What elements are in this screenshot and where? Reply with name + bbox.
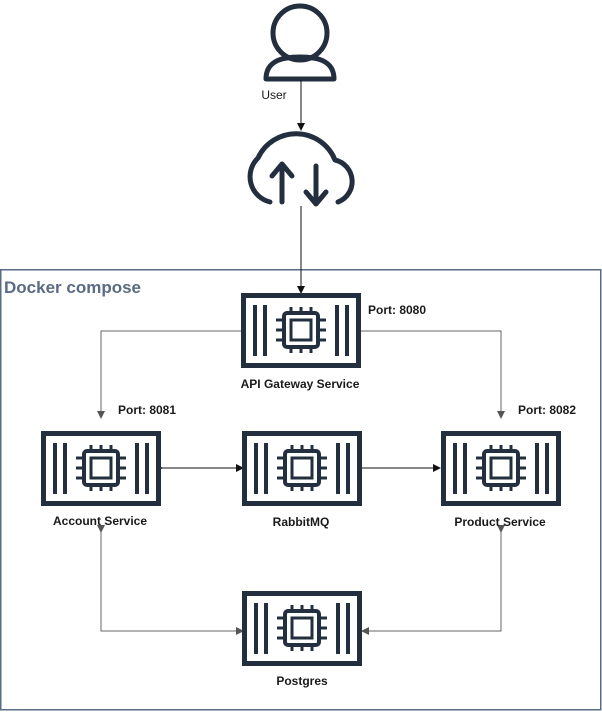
edge-account-postgres bbox=[97, 525, 244, 635]
product-service-node bbox=[444, 434, 559, 504]
gateway-label: API Gateway Service bbox=[240, 377, 360, 391]
postgres-label: Postgres bbox=[276, 674, 328, 688]
api-gateway-service-node bbox=[244, 296, 359, 366]
rabbitmq-label: RabbitMQ bbox=[272, 515, 330, 529]
product-port-label: Port: 8082 bbox=[518, 403, 577, 417]
account-service-node bbox=[44, 434, 159, 504]
docker-compose-title: Docker compose bbox=[4, 278, 141, 297]
account-port-label: Port: 8081 bbox=[118, 403, 177, 417]
rabbitmq-node bbox=[245, 434, 360, 504]
gateway-port-label: Port: 8080 bbox=[368, 303, 427, 317]
account-label: Account Service bbox=[52, 514, 148, 528]
edge-gateway-product bbox=[360, 330, 505, 419]
user-label: User bbox=[261, 88, 287, 102]
user-icon bbox=[263, 3, 337, 82]
edge-product-postgres bbox=[361, 525, 505, 635]
product-label: Product Service bbox=[454, 515, 546, 529]
edge-gateway-account bbox=[97, 330, 241, 419]
postgres-node bbox=[245, 594, 360, 664]
cloud-upload-download-icon bbox=[247, 131, 355, 207]
